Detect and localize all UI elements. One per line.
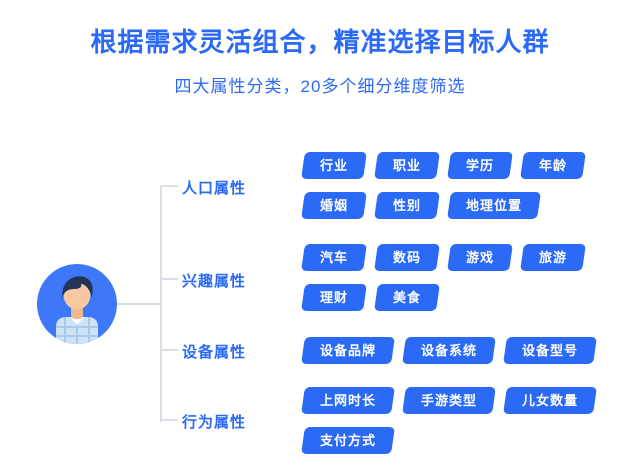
branch-line — [161, 278, 178, 280]
branch-line — [161, 349, 178, 351]
tag: 游戏 — [447, 244, 513, 271]
tag: 性别 — [374, 192, 440, 219]
tag: 上网时长 — [301, 387, 395, 414]
category-label-interest: 兴趣属性 — [182, 273, 247, 290]
person-avatar-icon — [37, 264, 117, 344]
tag: 汽车 — [301, 244, 367, 271]
tag: 行业 — [301, 152, 367, 179]
page-title: 根据需求灵活组合，精准选择目标人群 — [90, 27, 550, 57]
tag: 设备型号 — [503, 337, 597, 364]
tag: 旅游 — [520, 244, 586, 271]
tag: 理财 — [301, 284, 367, 311]
tag: 设备品牌 — [301, 337, 395, 364]
category-label-population: 人口属性 — [182, 180, 247, 197]
page-subtitle: 四大属性分类，20多个细分维度筛选 — [174, 77, 466, 96]
tag: 地理位置 — [447, 192, 541, 219]
tag: 数码 — [374, 244, 440, 271]
tag-group-behavior: 上网时长 手游类型 儿女数量 支付方式 — [301, 387, 608, 454]
tag: 美食 — [374, 284, 440, 311]
category-label-device: 设备属性 — [182, 344, 247, 361]
branch-line — [161, 419, 178, 421]
tag: 学历 — [447, 152, 513, 179]
tag: 婚姻 — [301, 192, 367, 219]
tag-group-device: 设备品牌 设备系统 设备型号 — [301, 337, 608, 364]
tag: 设备系统 — [402, 337, 496, 364]
category-label-behavior: 行为属性 — [182, 414, 247, 431]
tag-group-interest: 汽车 数码 游戏 旅游 理财 美食 — [301, 244, 608, 311]
tag: 年龄 — [520, 152, 586, 179]
avatar-connector-line — [117, 303, 160, 305]
tag: 支付方式 — [301, 427, 395, 454]
tag: 职业 — [374, 152, 440, 179]
tag-group-population: 行业 职业 学历 年龄 婚姻 性别 地理位置 — [301, 152, 608, 219]
tree-trunk-line — [160, 186, 162, 422]
tag: 儿女数量 — [503, 387, 597, 414]
branch-line — [161, 185, 178, 187]
tag: 手游类型 — [402, 387, 496, 414]
